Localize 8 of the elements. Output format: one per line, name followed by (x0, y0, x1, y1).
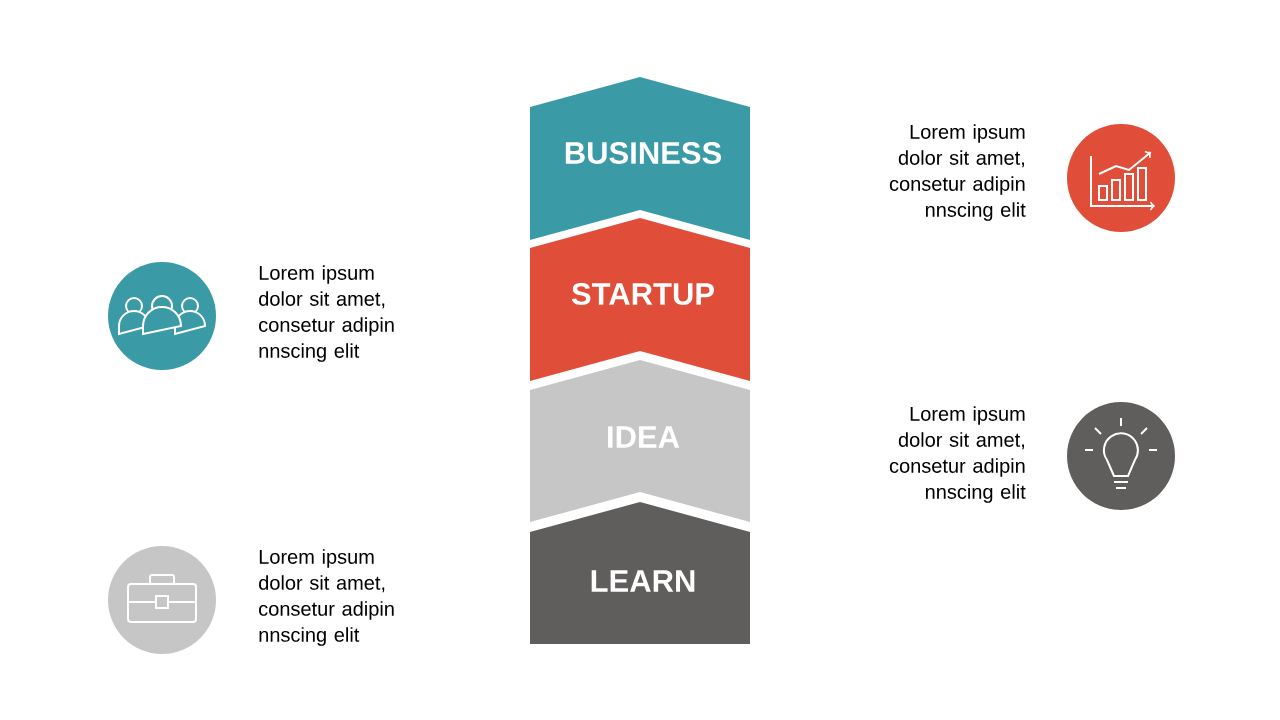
chevron-band: BUSINESS (530, 77, 750, 240)
body-text: Lorem ipsum dolor sit amet, consetur adipin nnscing elit (889, 406, 1026, 503)
chevron-band: IDEA (530, 360, 750, 522)
body-text: Lorem ipsum dolor sit amet, consetur adipin nnscing elit (889, 124, 1026, 221)
chevron-band: LEARN (530, 502, 750, 644)
body-text: Lorem ipsum dolor sit amet, consetur adipin nnscing elit (259, 549, 394, 646)
body-text: Lorem ipsum dolor sit amet, consetur adipin nnscing elit (259, 265, 394, 362)
chevron-band: STARTUP (530, 218, 750, 381)
